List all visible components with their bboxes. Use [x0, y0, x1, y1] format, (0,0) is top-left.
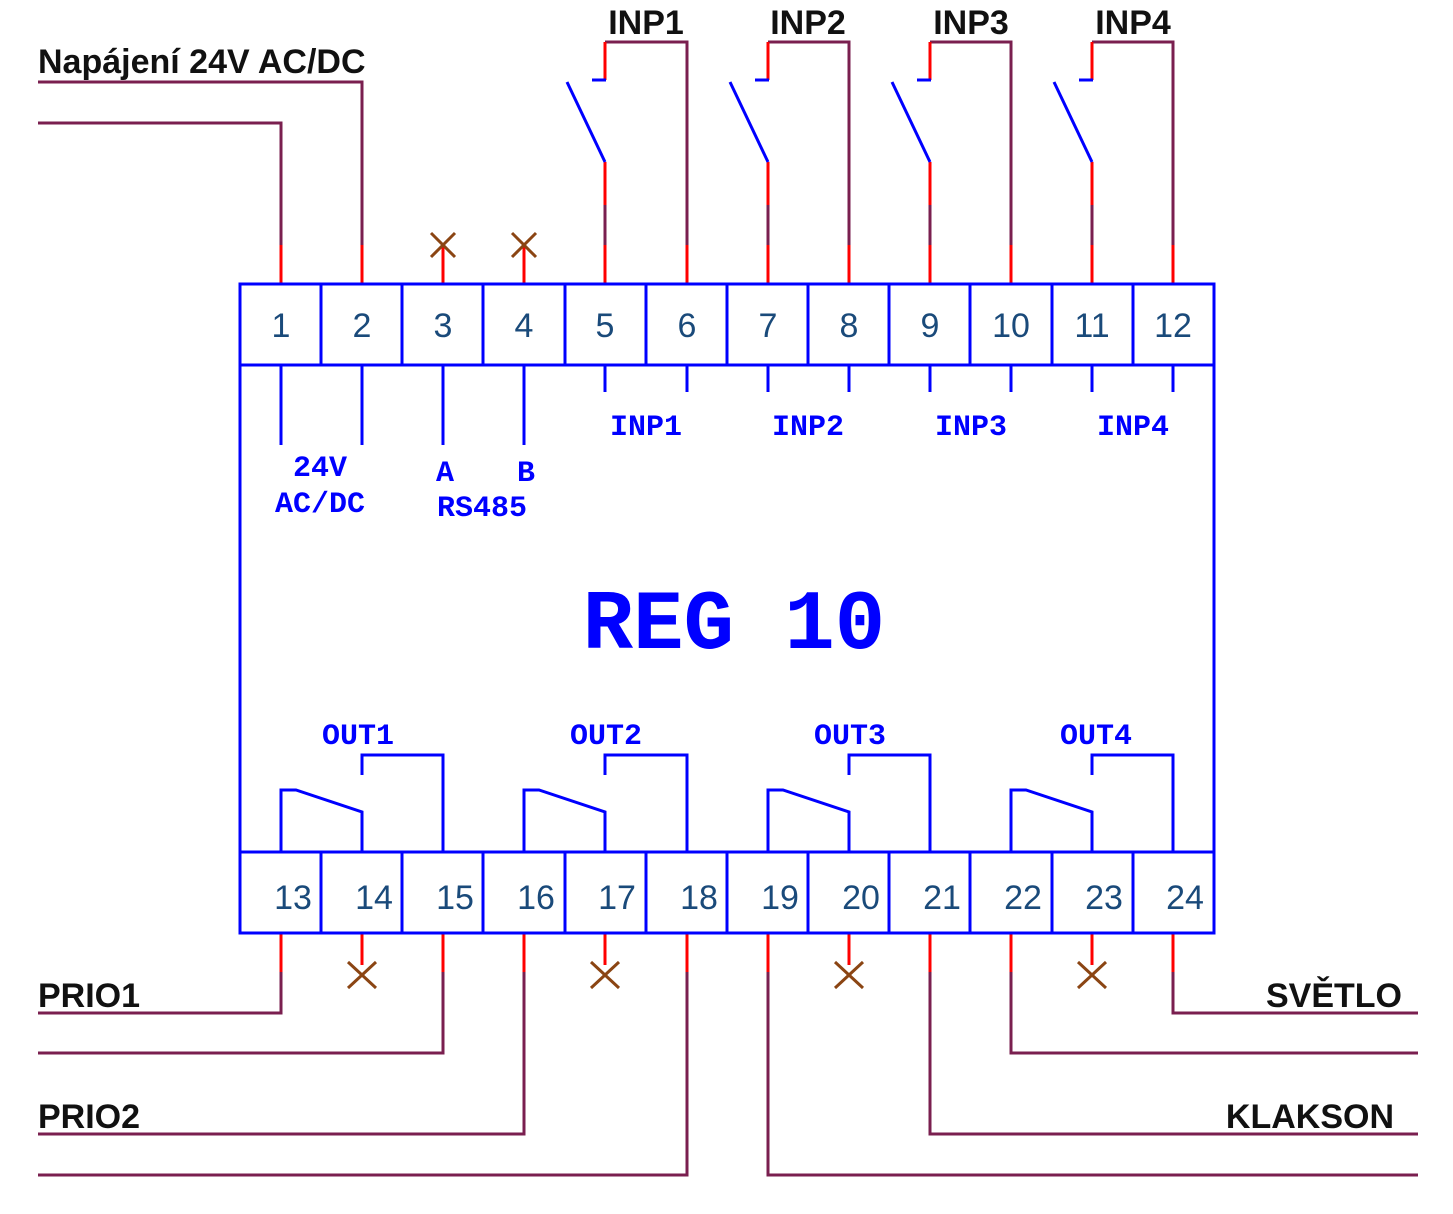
terminal-number: 3 [434, 307, 453, 345]
switch-contact-icon [565, 78, 607, 163]
output-terminal-label: OUT4 [1060, 720, 1132, 754]
prio1-label: PRIO1 [38, 977, 140, 1015]
terminal-number: 23 [1085, 879, 1123, 917]
power-terminal-label: AC/DC [275, 488, 365, 522]
relay-contact-icon [1009, 753, 1175, 852]
device-body [238, 282, 1216, 935]
unused-mark-icon [429, 231, 457, 259]
relay-contact-icon [766, 753, 932, 852]
terminal-number: 7 [759, 307, 778, 345]
unused-mark-icon [589, 960, 621, 990]
relay-contact-icon [279, 753, 445, 852]
terminal-number: 8 [840, 307, 859, 345]
switch-label: INP1 [608, 4, 684, 42]
rs485-a-label: A [436, 457, 454, 491]
input-terminal-label: INP2 [772, 411, 844, 445]
terminal-number: 6 [678, 307, 697, 345]
terminal-number: 12 [1154, 307, 1192, 345]
rs485-b-label: B [517, 457, 535, 491]
output-terminal-label: OUT1 [322, 720, 394, 754]
terminal-number: 22 [1004, 879, 1042, 917]
terminal-number: 4 [515, 307, 534, 345]
output-terminal-label: OUT3 [814, 720, 886, 754]
switch-contact-icon [728, 78, 770, 163]
input-terminal-label: INP3 [935, 411, 1007, 445]
input-terminal-label: INP4 [1097, 411, 1169, 445]
prio1-return-wire [38, 972, 445, 1055]
klakson-return-wire [766, 972, 1418, 1177]
unused-mark-icon [346, 960, 378, 990]
terminal-number: 16 [517, 879, 555, 917]
terminal-number: 10 [992, 307, 1030, 345]
terminal-number: 15 [436, 879, 474, 917]
power-wire-1 [38, 121, 283, 245]
terminal-number: 13 [274, 879, 312, 917]
switch-label: INP3 [933, 4, 1009, 42]
switch-label: INP2 [770, 4, 846, 42]
terminal-number: 14 [355, 879, 393, 917]
terminal-number: 24 [1166, 879, 1204, 917]
klakson-label: KLAKSON [1226, 1098, 1394, 1136]
relay-contact-icon [522, 753, 689, 852]
terminal-number: 18 [680, 879, 718, 917]
output-terminal-label: OUT2 [570, 720, 642, 754]
terminal-number: 9 [921, 307, 940, 345]
internal-leads [279, 365, 1175, 445]
prio2-label: PRIO2 [38, 1098, 140, 1136]
terminal-number: 1 [272, 307, 291, 345]
terminal-number: 5 [596, 307, 615, 345]
switch-contact-icon [1052, 78, 1094, 163]
device-title: REG 10 [583, 579, 885, 674]
terminal-dividers [319, 284, 1135, 933]
terminal-number: 20 [842, 879, 880, 917]
unused-mark-icon [1076, 960, 1108, 990]
terminal-stubs [279, 42, 1175, 972]
terminal-number: 2 [353, 307, 372, 345]
power-wire-2 [38, 80, 364, 245]
unused-markers [346, 231, 1108, 990]
power-terminal-label: 24V [293, 452, 347, 486]
prio1-wire [38, 972, 283, 1015]
external-wires [38, 40, 1418, 1177]
svetlo-label: SVĚTLO [1266, 977, 1402, 1015]
svetlo-return-wire [1009, 972, 1418, 1055]
power-supply-label: Napájení 24V AC/DC [38, 43, 366, 81]
prio2-wire [38, 972, 526, 1136]
terminal-number: 19 [761, 879, 799, 917]
input-terminal-label: INP1 [610, 411, 682, 445]
unused-mark-icon [833, 960, 865, 990]
terminal-number: 21 [923, 879, 961, 917]
svetlo-wire [1171, 972, 1418, 1015]
switch-contact-icon [890, 78, 932, 163]
unused-mark-icon [510, 231, 538, 259]
switch-label: INP4 [1095, 4, 1171, 42]
input-switch-wires [603, 40, 1175, 245]
terminal-number: 17 [598, 879, 636, 917]
rs485-label: RS485 [437, 492, 527, 526]
terminal-number: 11 [1074, 307, 1109, 345]
input-switches [565, 78, 1094, 163]
prio2-return-wire [38, 972, 689, 1177]
klakson-wire [928, 972, 1418, 1136]
